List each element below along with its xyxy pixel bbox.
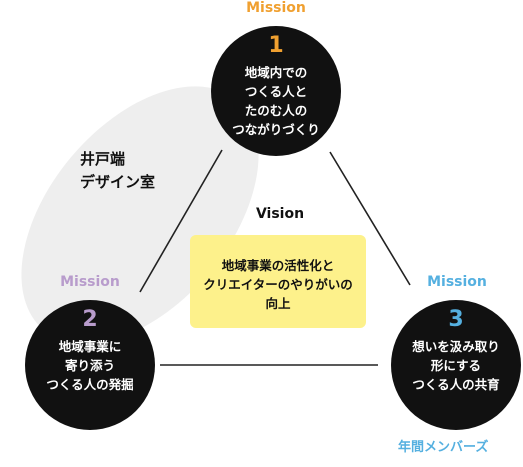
- mission-2-label: Mission: [60, 274, 120, 290]
- connector-1-2: [139, 149, 223, 293]
- mission-3-text: 想いを汲み取り 形にする つくる人の共育: [412, 339, 500, 392]
- community-label: 井戸端 デザイン室: [80, 150, 156, 191]
- mission-1-circle: 1 地域内での つくる人と たのむ人の つながりづくり: [211, 26, 341, 156]
- mission-2-number: 2: [82, 307, 98, 332]
- mission-1-text: 地域内での つくる人と たのむ人の つながりづくり: [232, 65, 320, 137]
- vision-box: 地域事業の活性化と クリエイターのやりがいの 向上: [190, 235, 366, 328]
- mission-1-label: Mission: [246, 0, 306, 16]
- vision-title: Vision: [255, 206, 305, 222]
- mission-3-label: Mission: [427, 274, 487, 290]
- mission-2-circle: 2 地域事業に 寄り添う つくる人の発掘: [25, 300, 155, 430]
- mission-2-text: 地域事業に 寄り添う つくる人の発掘: [46, 339, 134, 392]
- mission-3-circle: 3 想いを汲み取り 形にする つくる人の共育: [391, 300, 521, 430]
- connector-1-3: [329, 151, 411, 286]
- mission-1-number: 1: [268, 33, 284, 58]
- members-label: 年間メンバーズ: [398, 440, 489, 455]
- mission-3-number: 3: [448, 307, 464, 332]
